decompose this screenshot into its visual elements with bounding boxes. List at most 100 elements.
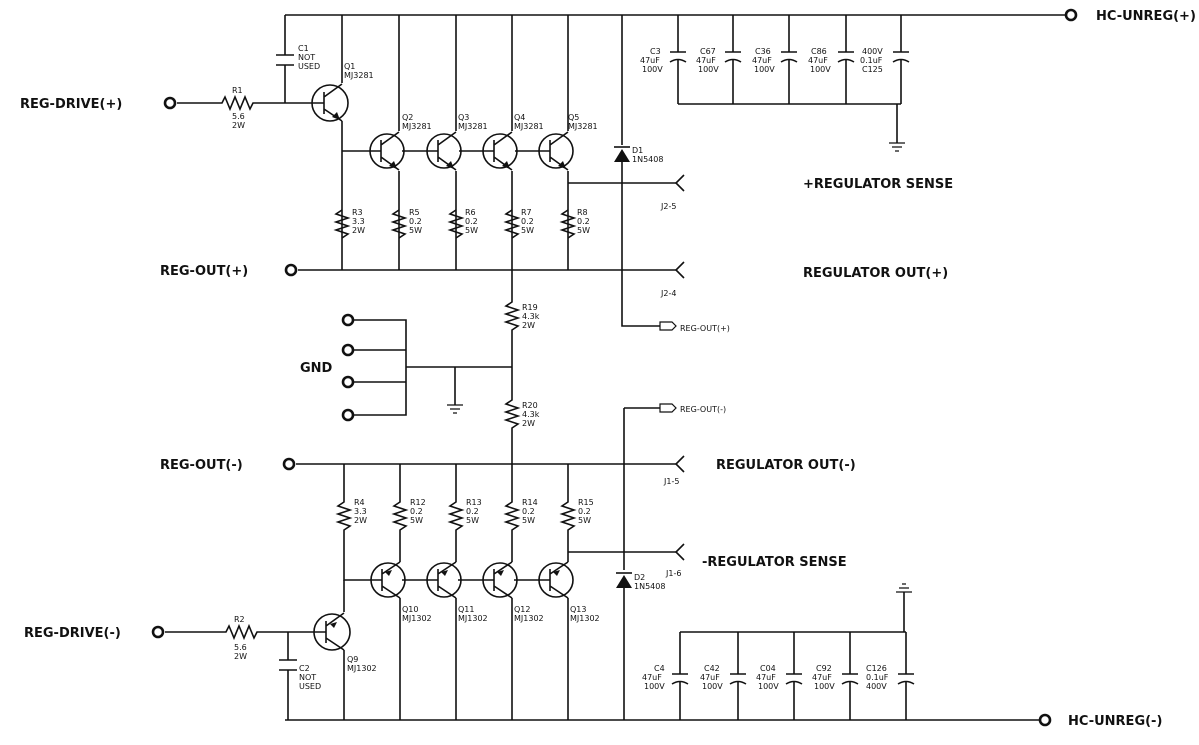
r3-label: R3 — [352, 208, 363, 217]
c1-label: NOT — [298, 53, 315, 62]
r1-label: 2W — [232, 121, 245, 130]
r19-label: R19 — [522, 303, 538, 312]
terminal-reg-drive-pos[interactable] — [163, 96, 177, 110]
r3-label: 3.3 — [352, 217, 365, 226]
q3-label: MJ3281 — [458, 122, 488, 131]
r20-label: R20 — [522, 401, 538, 410]
r15-label: R15 — [578, 498, 594, 507]
c67-label: C67 — [700, 47, 716, 56]
label-j1-6: J1-6 — [665, 569, 681, 578]
pos-cap-bank — [677, 15, 902, 143]
c67-label: 47uF — [696, 56, 716, 65]
r5-label: 0.2 — [409, 217, 422, 226]
r2-wire — [165, 623, 320, 641]
r14-label: 0.2 — [522, 507, 535, 516]
terminal-hc-unreg-neg[interactable] — [1038, 713, 1052, 727]
r8-label: R8 — [577, 208, 588, 217]
q4-label: Q4 — [514, 113, 525, 122]
r6-label: 0.2 — [465, 217, 478, 226]
c36-label: C36 — [755, 47, 771, 56]
c2-plates — [279, 659, 297, 671]
q10-label: Q10 — [402, 605, 418, 614]
c126-label: 400V — [866, 682, 887, 691]
r19-r20-chain — [503, 270, 521, 464]
q10-q13-collectors — [399, 598, 569, 720]
connector-j2-5-icon — [674, 174, 685, 192]
c2-label: C2 — [299, 664, 310, 673]
r4-label: 3.3 — [354, 507, 367, 516]
connector-j1-6-icon — [674, 543, 685, 561]
r4-column — [335, 464, 372, 581]
r20-label: 2W — [522, 419, 535, 428]
r20-label: 4.3k — [522, 410, 540, 419]
c3-label: C3 — [650, 47, 661, 56]
c04-label: 100V — [758, 682, 779, 691]
connector-j2-4-icon — [674, 261, 685, 279]
r13-label: R13 — [466, 498, 482, 507]
c125-label: C125 — [862, 65, 883, 74]
c42-label: 100V — [702, 682, 723, 691]
c92-label: 47uF — [812, 673, 832, 682]
terminal-reg-out-neg[interactable] — [282, 457, 296, 471]
q1-label: MJ3281 — [344, 71, 374, 80]
neg-cap-bank — [679, 592, 907, 720]
q9-label: MJ1302 — [347, 664, 377, 673]
c42-label: C42 — [704, 664, 720, 673]
terminal-reg-drive-neg[interactable] — [151, 625, 165, 639]
r19-label: 4.3k — [522, 312, 540, 321]
label-flag-pos: REG-OUT(+) — [680, 324, 730, 333]
q12-label: MJ1302 — [514, 614, 544, 623]
c1-label: C1 — [298, 44, 309, 53]
label-reg-out-neg: REG-OUT(-) — [160, 458, 243, 473]
q1-label: Q1 — [344, 62, 355, 71]
r3-label: 2W — [352, 226, 365, 235]
r7-label: R7 — [521, 208, 532, 217]
q2-q5-emitters — [398, 171, 569, 270]
terminal-gnd-1[interactable] — [341, 313, 355, 327]
q3-label: Q3 — [458, 113, 469, 122]
q9-label: Q9 — [347, 655, 358, 664]
q10-label: MJ1302 — [402, 614, 432, 623]
r4-label: R4 — [354, 498, 365, 507]
r2-label: 5.6 — [234, 643, 247, 652]
terminal-gnd-3[interactable] — [341, 375, 355, 389]
r1-wire — [177, 94, 318, 112]
q4-label: MJ3281 — [514, 122, 544, 131]
r2-label: R2 — [234, 615, 245, 624]
c126-label: C126 — [866, 664, 887, 673]
r5-label: 5W — [409, 226, 422, 235]
label-reg-drive-neg: REG-DRIVE(-) — [24, 626, 121, 641]
r15-label: 0.2 — [578, 507, 591, 516]
terminal-gnd-4[interactable] — [341, 408, 355, 422]
r1-label: R1 — [232, 86, 243, 95]
d1-diode-icon — [614, 149, 630, 162]
c3-label: 47uF — [640, 56, 660, 65]
label-hc-unreg-pos: HC-UNREG(+) — [1096, 9, 1196, 24]
label-flag-neg: REG-OUT(-) — [680, 405, 726, 414]
c04-label: 47uF — [756, 673, 776, 682]
r13-label: 5W — [466, 516, 479, 525]
r6-label: 5W — [465, 226, 478, 235]
c4-label: 100V — [644, 682, 665, 691]
r14-label: 5W — [522, 516, 535, 525]
q11-label: Q11 — [458, 605, 474, 614]
neg-cap-curved — [671, 680, 915, 685]
terminal-hc-unreg-pos[interactable] — [1064, 8, 1078, 22]
pos-transistors — [311, 83, 574, 171]
terminal-gnd-2[interactable] — [341, 343, 355, 357]
label-j2-5: J2-5 — [660, 202, 676, 211]
r7-label: 0.2 — [521, 217, 534, 226]
pos-cap-curved — [669, 58, 910, 63]
c86-label: C86 — [811, 47, 827, 56]
q11-label: MJ1302 — [458, 614, 488, 623]
r1-label: 5.6 — [232, 112, 245, 121]
r12-label: 5W — [410, 516, 423, 525]
top-resistors — [333, 209, 577, 239]
c4-label: C4 — [654, 664, 665, 673]
label-pos-sense: +REGULATOR SENSE — [803, 177, 953, 192]
terminal-reg-out-pos[interactable] — [284, 263, 298, 277]
c36-label: 47uF — [752, 56, 772, 65]
r8-label: 0.2 — [577, 217, 590, 226]
r12-label: R12 — [410, 498, 426, 507]
